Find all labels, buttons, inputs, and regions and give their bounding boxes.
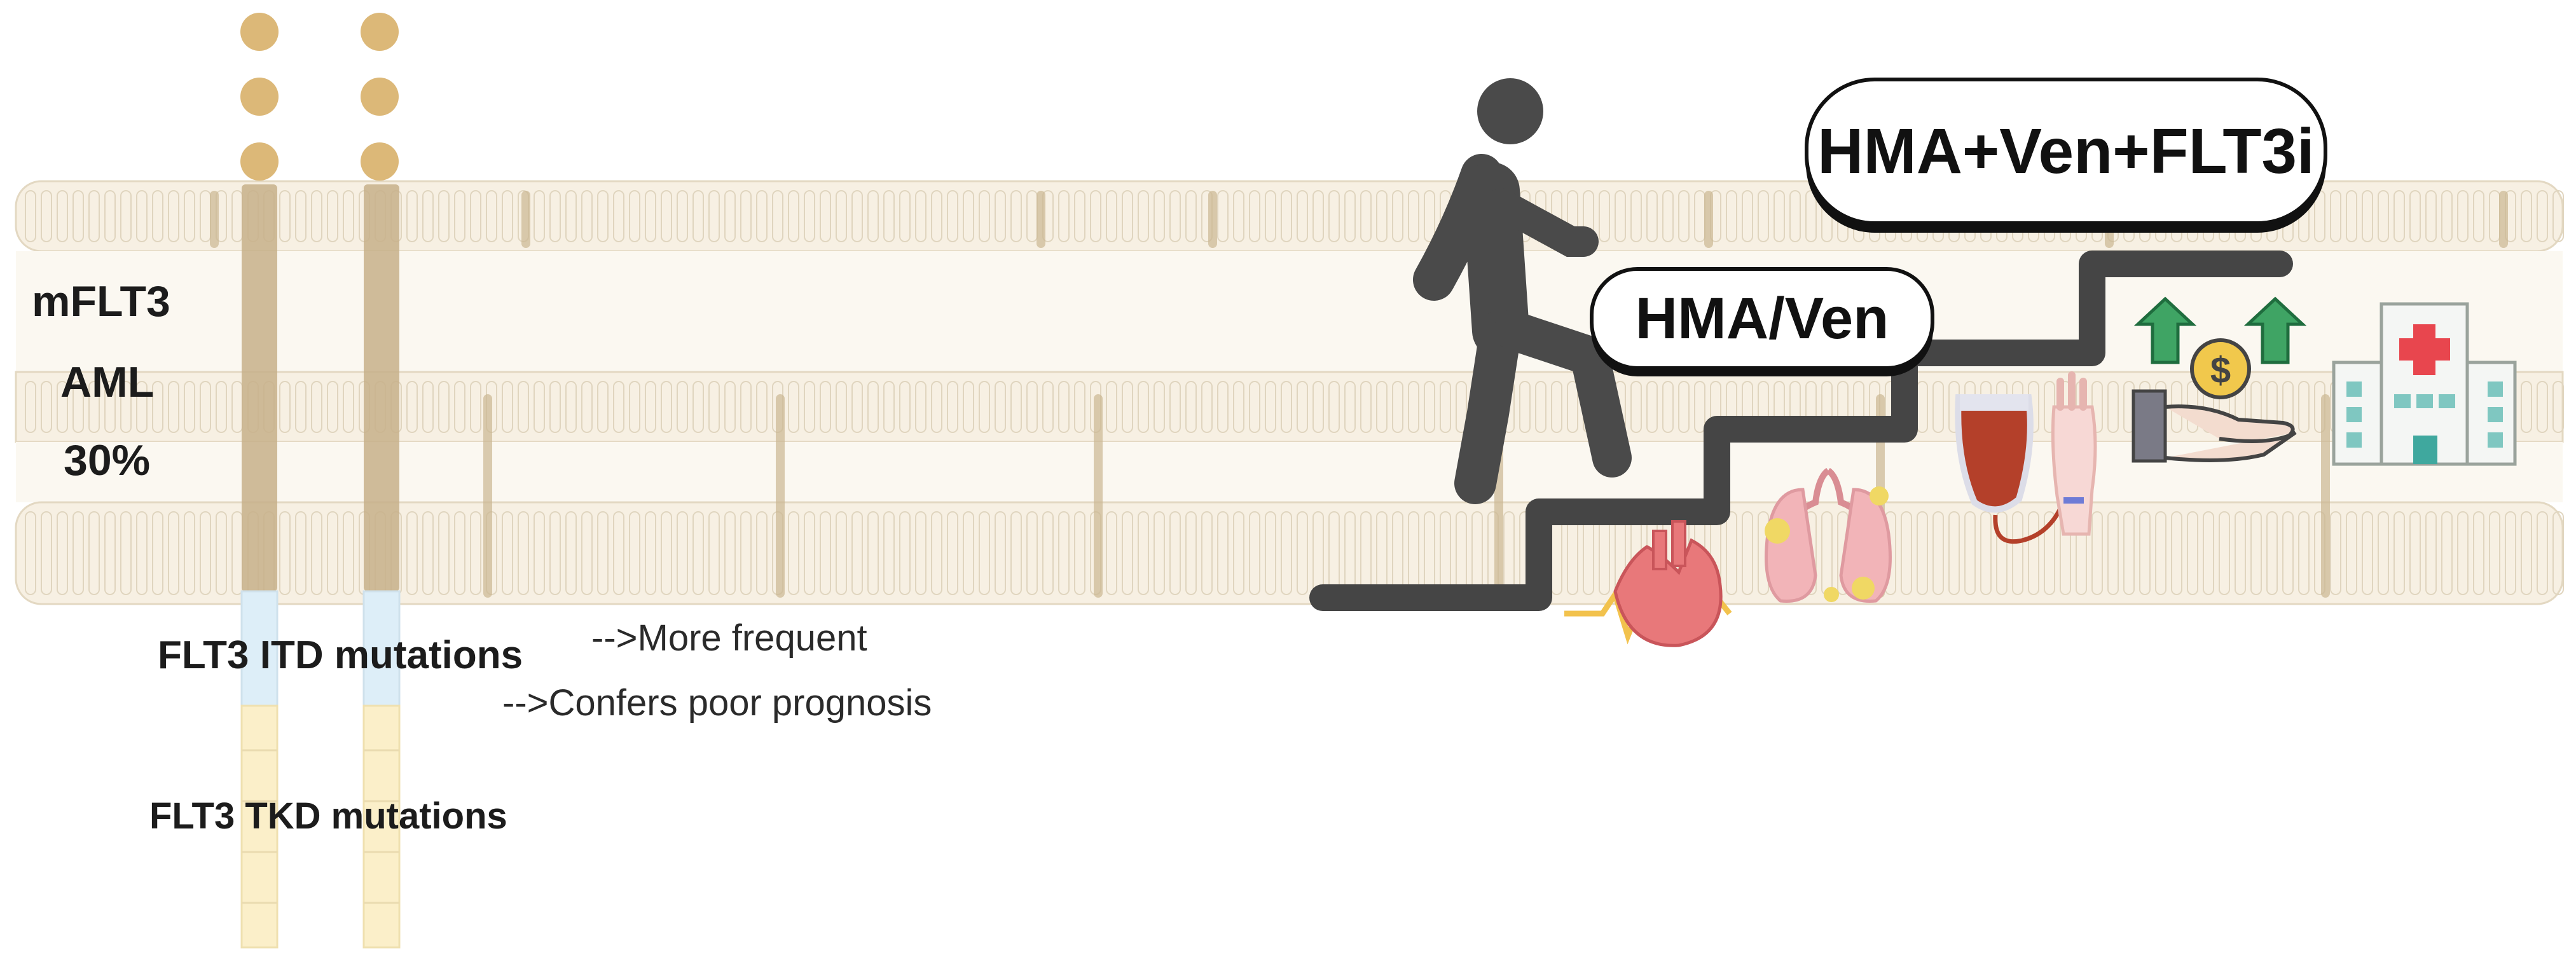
blood-bag-icon [1955,371,2097,544]
money-hand-icon: $ [2132,296,2307,463]
walking-person-icon [1413,78,1632,504]
hma-ven-flt3i-pill: HMA+Ven+FLT3i [1805,78,2327,225]
hma-ven-pill: HMA/Ven [1590,267,1934,370]
mflt3-label: mFLT3 [32,277,170,326]
stairs [1309,251,2293,611]
tkd-segment-1 [240,704,279,949]
tkd-mutations-label: FLT3 TKD mutations [149,795,507,837]
poor-prognosis-note: -->Confers poor prognosis [502,682,932,724]
ligand-dot [240,78,279,116]
heart-icon [1564,520,1732,647]
receptor-1 [242,184,277,591]
itd-segment-2 [362,590,401,707]
itd-mutations-label: FLT3 ITD mutations [158,633,523,677]
ligand-dot [240,142,279,181]
ligand-dot [361,142,399,181]
lungs-icon [1765,467,1892,603]
ligand-dot [240,13,279,51]
tkd-segment-2 [362,704,401,949]
hospital-icon [2332,302,2517,466]
aml-label: AML [60,358,155,406]
more-frequent-note: -->More frequent [591,617,867,659]
ligand-dot [361,13,399,51]
flt3-receptors [240,13,401,949]
ligand-dot [361,78,399,116]
percent-label: 30% [64,436,151,484]
itd-segment-1 [240,590,279,707]
svg-text:$: $ [2210,350,2231,391]
receptor-2 [364,184,399,591]
